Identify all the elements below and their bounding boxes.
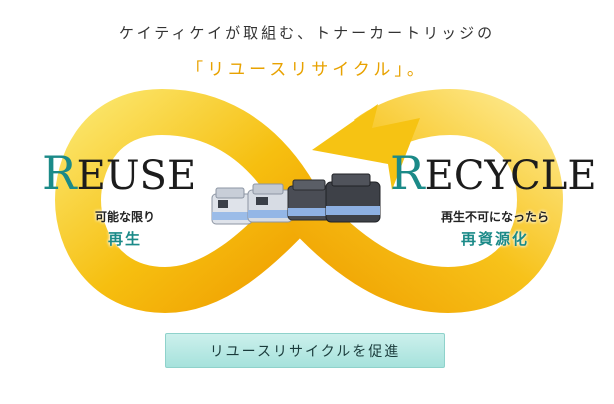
- subhead: 「リユースリサイクル」。: [186, 60, 428, 80]
- recycle-heading: RECYCLE: [390, 150, 597, 196]
- recycle-initial: R: [390, 146, 425, 200]
- reuse-description: 可能な限り: [94, 210, 155, 224]
- reuse-heading: REUSE: [42, 150, 196, 196]
- loop-arrow-icon: [312, 104, 420, 190]
- promote-reuse-recycle-button[interactable]: リユースリサイクルを促進: [165, 333, 445, 368]
- reuse-rest: EUSE: [76, 153, 197, 199]
- reuse-initial: R: [42, 146, 77, 200]
- headline: ケイティケイが取組む、トナーカートリッジの: [118, 24, 496, 42]
- reuse-result: 再生: [107, 230, 142, 248]
- recycle-description: 再生不可になったら: [440, 210, 549, 224]
- toner-cartridge-icon: [211, 173, 381, 225]
- recycle-result: 再資源化: [460, 230, 529, 248]
- recycle-rest: ECYCLE: [424, 153, 597, 199]
- reuse-loop: [54, 88, 321, 314]
- recycle-loop: [282, 88, 564, 314]
